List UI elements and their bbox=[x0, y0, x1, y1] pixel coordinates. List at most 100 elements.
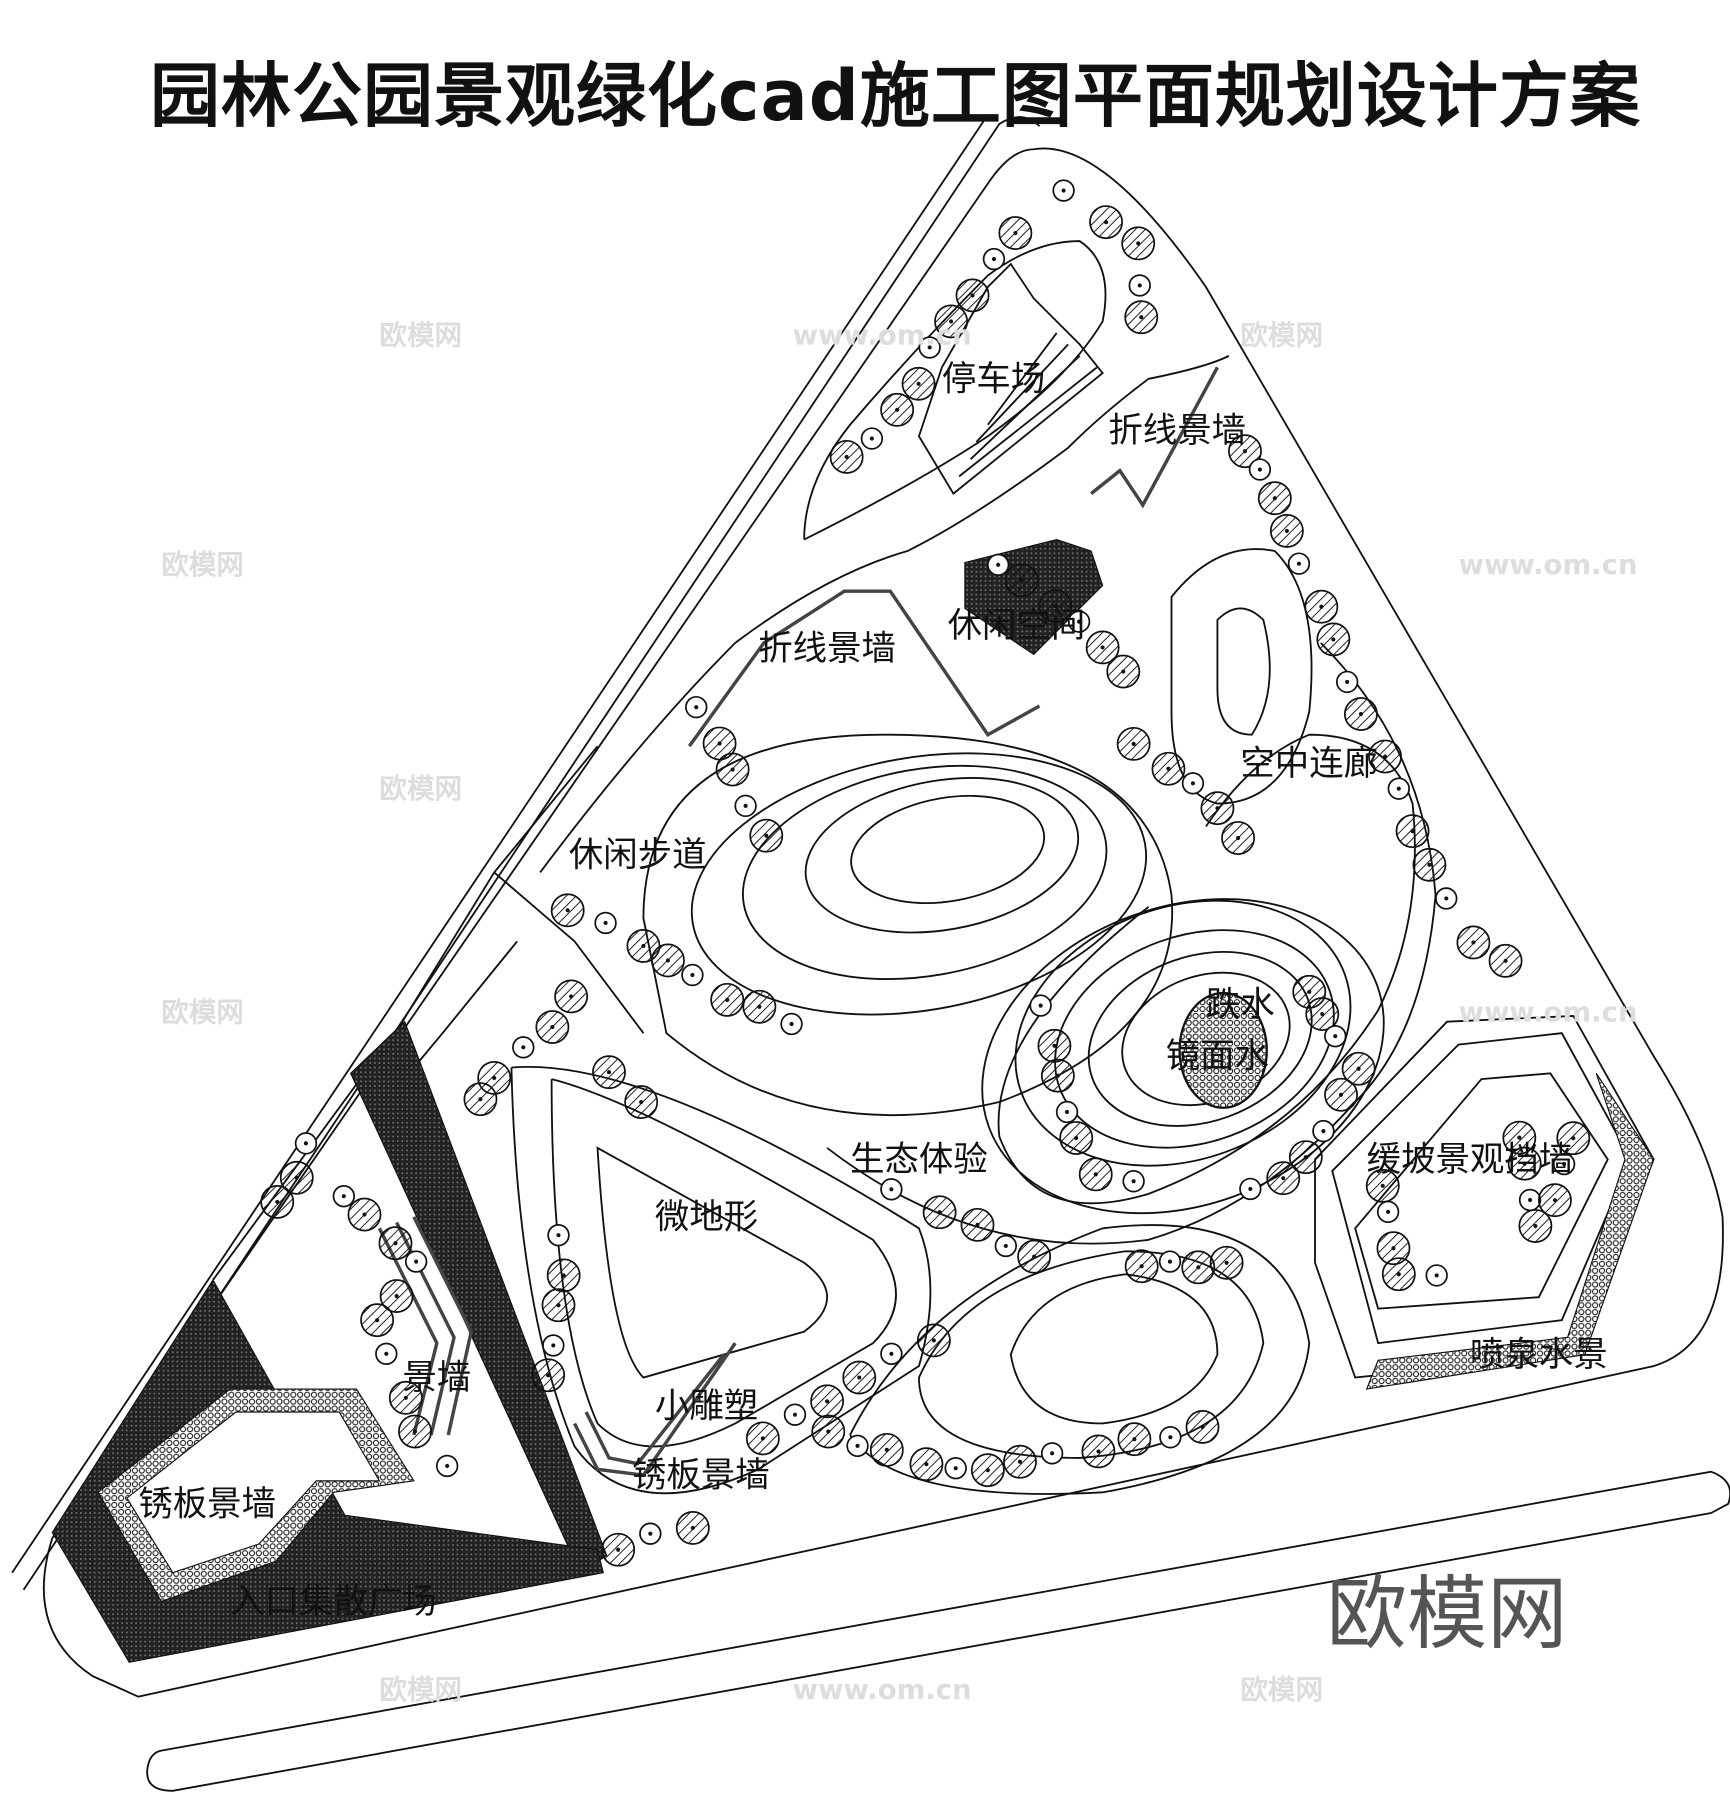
tree-center-mark bbox=[1200, 1424, 1205, 1429]
tree-center-mark bbox=[1017, 1459, 1023, 1464]
tree-center-mark bbox=[1358, 711, 1363, 717]
label-sky-corridor: 空中连廊 bbox=[1240, 744, 1378, 784]
tree-center-mark bbox=[1338, 1092, 1344, 1097]
label-mirror-water: 镜面水 bbox=[1166, 1037, 1269, 1077]
park-boundary bbox=[42, 147, 1724, 1698]
tree-center-mark bbox=[1444, 896, 1449, 901]
label-rust-wall-center: 锈板景墙 bbox=[632, 1456, 770, 1496]
label-cascade: 跌水 bbox=[1206, 985, 1275, 1025]
tree-center-mark bbox=[1303, 1155, 1308, 1160]
tree-center-mark bbox=[1131, 741, 1136, 746]
tree-center-mark bbox=[889, 1187, 894, 1192]
tree-center-mark bbox=[275, 1199, 280, 1204]
tree-center-mark bbox=[937, 1210, 942, 1215]
tree-center-mark bbox=[1038, 1003, 1043, 1008]
tree-center-mark bbox=[1100, 645, 1105, 650]
tree-center-mark bbox=[1215, 806, 1220, 811]
tree-center-mark bbox=[1196, 1265, 1201, 1270]
tree-center-mark bbox=[639, 1099, 644, 1105]
tree-center-mark bbox=[757, 1004, 762, 1009]
tree-center-mark bbox=[1307, 989, 1312, 994]
tree-center-mark bbox=[884, 1447, 889, 1452]
tree-center-mark bbox=[412, 1429, 418, 1434]
tree-center-mark bbox=[1168, 1435, 1173, 1440]
tree-center-mark bbox=[895, 407, 900, 412]
tree-center-mark bbox=[730, 767, 735, 772]
tree-center-mark bbox=[565, 908, 570, 913]
label-small-sculpture: 小雕塑 bbox=[655, 1387, 758, 1427]
tree-center-mark bbox=[393, 1241, 398, 1246]
label-entrance-plaza: 入口集散广场 bbox=[230, 1582, 437, 1622]
label-feature-wall: 景墙 bbox=[402, 1358, 471, 1398]
mirror-water bbox=[1178, 991, 1268, 1109]
label-micro-terrain: 微地形 bbox=[655, 1197, 758, 1237]
tree-center-mark bbox=[303, 1141, 309, 1146]
bottom-road bbox=[146, 1470, 1730, 1792]
tree-center-mark bbox=[1380, 1183, 1385, 1188]
tree-center-mark bbox=[760, 1436, 765, 1441]
tree-center-mark bbox=[550, 1024, 555, 1030]
tree-center-mark bbox=[1503, 958, 1508, 963]
tree-center-mark bbox=[717, 741, 722, 746]
tree-center-mark bbox=[1527, 1197, 1533, 1203]
tree-center-mark bbox=[1434, 1273, 1439, 1278]
tree-center-mark bbox=[1427, 862, 1432, 867]
label-parking: 停车场 bbox=[942, 359, 1045, 399]
tree-center-mark bbox=[1136, 241, 1141, 246]
tree-center-mark bbox=[789, 1021, 794, 1027]
fountain-paving bbox=[1365, 1073, 1655, 1390]
tree-center-mark bbox=[1050, 1451, 1055, 1456]
tree-center-mark bbox=[1132, 1437, 1137, 1442]
tree-center-mark bbox=[1248, 1186, 1253, 1191]
tree-center-mark bbox=[1096, 1449, 1101, 1454]
tree-center-mark bbox=[1382, 754, 1388, 759]
watermark-url: www.om.cn bbox=[1458, 549, 1637, 581]
tree-center-mark bbox=[1562, 1161, 1567, 1167]
tree-center-mark bbox=[1517, 1135, 1522, 1140]
tree-center-mark bbox=[996, 562, 1001, 567]
tree-center-mark bbox=[1224, 1260, 1229, 1265]
tree-center-mark bbox=[1284, 528, 1289, 533]
tree-center-mark bbox=[606, 1070, 612, 1075]
tree-center-mark bbox=[694, 705, 699, 710]
tree-center-mark bbox=[1321, 1129, 1326, 1134]
watermark-url: www.om.cn bbox=[1458, 997, 1637, 1029]
tree-center-mark bbox=[1019, 578, 1024, 583]
watermark-url: www.om.cn bbox=[793, 319, 972, 351]
watermark-logo: 欧模网 bbox=[379, 773, 462, 805]
watermark-logo: 欧模网 bbox=[1240, 319, 1323, 351]
label-zigzag-wall-top: 折线景墙 bbox=[1108, 411, 1246, 451]
tree-center-mark bbox=[1061, 188, 1066, 193]
tree-center-mark bbox=[869, 436, 874, 441]
tree-center-mark bbox=[384, 1351, 389, 1356]
tree-center-mark bbox=[975, 1222, 980, 1227]
tree-center-mark bbox=[1396, 1272, 1401, 1277]
tree-center-mark bbox=[1296, 561, 1301, 566]
tree-center-mark bbox=[1272, 496, 1277, 501]
tree-center-mark bbox=[857, 1375, 862, 1380]
tree-center-mark bbox=[931, 1338, 936, 1343]
tree-center-mark bbox=[445, 1463, 450, 1469]
tree-center-mark bbox=[844, 454, 849, 459]
tree-center-mark bbox=[414, 1259, 419, 1264]
label-eco-experience: 生态体验 bbox=[850, 1140, 988, 1180]
watermark-logo: 欧模网 bbox=[161, 997, 244, 1029]
drawing-title: 园林公园景观绿化cad施工图平面规划设计方案 bbox=[150, 55, 1641, 137]
tree-center-mark bbox=[1064, 1109, 1070, 1115]
tree-center-mark bbox=[1190, 781, 1195, 786]
tree-center-mark bbox=[1003, 1243, 1008, 1248]
tree-center-mark bbox=[1074, 1135, 1079, 1141]
tree-center-mark bbox=[1139, 1264, 1144, 1269]
tree-center-mark bbox=[725, 997, 730, 1002]
tree-center-mark bbox=[1236, 835, 1241, 841]
watermark-logo: 欧模网 bbox=[161, 549, 244, 581]
tree-center-mark bbox=[1121, 669, 1126, 674]
tree-center-mark bbox=[970, 293, 975, 298]
tree-center-mark bbox=[1167, 1259, 1173, 1264]
tree-center-mark bbox=[1320, 1011, 1325, 1017]
label-rust-wall-left: 锈板景墙 bbox=[138, 1484, 276, 1524]
watermark-logo: 欧模网 bbox=[379, 319, 462, 351]
watermark-url: www.om.cn bbox=[793, 1674, 972, 1706]
